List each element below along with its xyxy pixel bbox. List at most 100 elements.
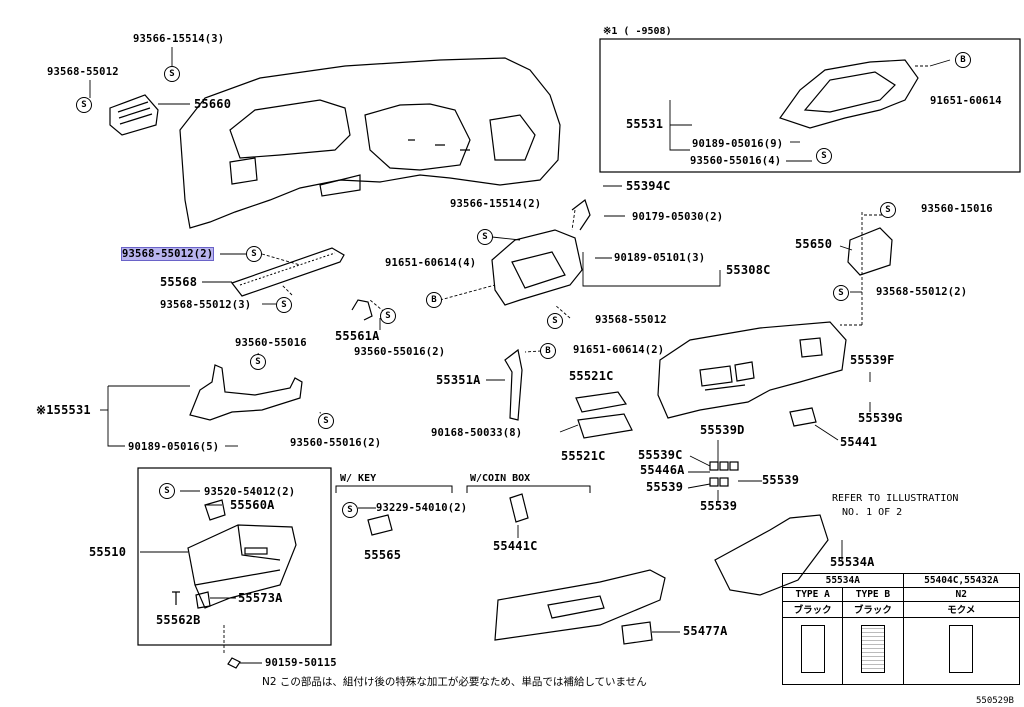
- callout-93560-15016: 93560-15016: [921, 203, 993, 215]
- w-coin-box-label: W/COIN BOX: [470, 473, 531, 484]
- legend-color-a: ブラック: [781, 600, 844, 618]
- callout-90179-05030-2: 90179-05030(2): [632, 211, 724, 223]
- refer-sub-label: NO. 1 OF 2: [842, 507, 903, 518]
- legend-image-c: [902, 616, 1021, 686]
- w-key-bracket: [335, 485, 453, 493]
- w-coin-bracket: [466, 485, 591, 493]
- part-55477A: [494, 569, 666, 641]
- callout-55539-right: 55539: [762, 473, 800, 487]
- legend-header-55534A: 55534A: [782, 573, 904, 588]
- callout-93560-55016-4: 93560-55016(4): [690, 155, 782, 167]
- b-symbol: B: [955, 52, 971, 68]
- callout-93560-55016-2-b: 93560-55016(2): [290, 437, 382, 449]
- callout-55565: 55565: [364, 548, 402, 562]
- callout-93568-55012-center: 93568-55012: [595, 314, 667, 326]
- callout-55308C: 55308C: [726, 263, 771, 277]
- callout-93568-55012: 93568-55012: [47, 66, 119, 78]
- callout-90168-50033-8: 90168-50033(8): [431, 427, 523, 439]
- s-symbol: S: [547, 313, 563, 329]
- callout-55510: 55510: [89, 545, 127, 559]
- part-55351A: [504, 348, 523, 421]
- s-symbol: S: [318, 413, 334, 429]
- part-55561A: [351, 299, 373, 321]
- callout-91651-60614: 91651-60614: [930, 95, 1002, 107]
- callout-90189-05101-3: 90189-05101(3): [614, 252, 706, 264]
- s-symbol: S: [380, 308, 396, 324]
- b-symbol: B: [540, 343, 556, 359]
- callout-93229-54010-2: 93229-54010(2): [376, 502, 468, 514]
- callout-55539G: 55539G: [858, 411, 903, 425]
- callout-55539-left: 55539: [646, 480, 684, 494]
- panel-icon: [949, 625, 974, 674]
- part-55521C-vents: [575, 391, 633, 439]
- legend-image-b: [842, 616, 904, 686]
- switch-cluster: [709, 461, 739, 487]
- callout-91651-60614-2: 91651-60614(2): [573, 344, 665, 356]
- callout-93568-55012-3: 93568-55012(3): [160, 299, 252, 311]
- part-55531-variant: [779, 59, 919, 129]
- callout-55539-bottom: 55539: [700, 499, 738, 513]
- callout-55650: 55650: [795, 237, 833, 251]
- diagram-code: 550529B: [976, 696, 1014, 706]
- variant-box: [599, 38, 1021, 173]
- part-55308C: [491, 229, 583, 306]
- callout-55394C: 55394C: [626, 179, 671, 193]
- glovebox-55510: [172, 499, 297, 669]
- b-symbol: B: [426, 292, 442, 308]
- s-symbol: S: [276, 297, 292, 313]
- callout-55660: 55660: [194, 97, 232, 111]
- s-symbol: S: [342, 502, 358, 518]
- legend-color-b: ブラック: [842, 600, 904, 618]
- callout-55562B: 55562B: [156, 613, 201, 627]
- s-symbol: S: [76, 97, 92, 113]
- s-symbol: S: [164, 66, 180, 82]
- glovebox-group-box: [137, 467, 332, 646]
- variant-legend-table: 55534A 55404C,55432A TYPE A TYPE B N2 ブラ…: [781, 573, 1021, 686]
- legend-image-a: [781, 616, 844, 686]
- callout-93566-15514-2: 93566-15514(2): [450, 198, 542, 210]
- s-symbol: S: [833, 285, 849, 301]
- s-symbol: S: [880, 202, 896, 218]
- center-panel-drawing: [657, 321, 847, 419]
- callout-55534A: 55534A: [830, 555, 875, 569]
- callout-55441C: 55441C: [493, 539, 538, 553]
- panel-icon: [800, 625, 825, 674]
- callout-55446A: 55446A: [640, 463, 685, 477]
- callout-55561A: 55561A: [335, 329, 380, 343]
- callout-55531-lower: ※155531: [36, 403, 91, 417]
- callout-55539C: 55539C: [638, 448, 683, 462]
- callout-55573A: 55573A: [238, 591, 283, 605]
- callout-90189-05016-5: 90189-05016(5): [128, 441, 220, 453]
- callout-93568-55012-2-right: 93568-55012(2): [876, 286, 968, 298]
- callout-55477A: 55477A: [683, 624, 728, 638]
- legend-color-c: モクメ: [902, 600, 1021, 618]
- callout-55568: 55568: [160, 275, 198, 289]
- callout-55539D: 55539D: [700, 423, 745, 437]
- callout-93520-54012-2: 93520-54012(2): [204, 486, 296, 498]
- legend-type-b: TYPE B: [842, 586, 904, 602]
- callout-55521C-bottom: 55521C: [561, 449, 606, 463]
- s-symbol: S: [246, 246, 262, 262]
- s-symbol: S: [477, 229, 493, 245]
- vent-55660: [109, 94, 159, 136]
- s-symbol: S: [159, 483, 175, 499]
- part-55441: [789, 407, 817, 427]
- console-side: [714, 514, 829, 596]
- callout-93566-15514-3: 93566-15514(3): [133, 33, 225, 45]
- japanese-note: N2 この部品は、組付け後の特殊な加工が必要なため、単品では補給していません: [262, 676, 647, 688]
- s-symbol: S: [250, 354, 266, 370]
- s-symbol: S: [816, 148, 832, 164]
- w-key-label: W/ KEY: [340, 473, 377, 484]
- part-55565: [367, 514, 393, 536]
- variant-header: ※1 ( -9508): [603, 26, 672, 37]
- callout-55441: 55441: [840, 435, 878, 449]
- callout-93568-55012-2-highlighted[interactable]: 93568-55012(2): [120, 247, 215, 261]
- callout-55539F: 55539F: [850, 353, 895, 367]
- callout-55531-variant: 55531: [626, 117, 664, 131]
- instrument-panel-drawing: [179, 57, 561, 229]
- callout-93560-55016: 93560-55016: [235, 337, 307, 349]
- part-55441C: [509, 493, 529, 523]
- panel-icon: [860, 625, 885, 674]
